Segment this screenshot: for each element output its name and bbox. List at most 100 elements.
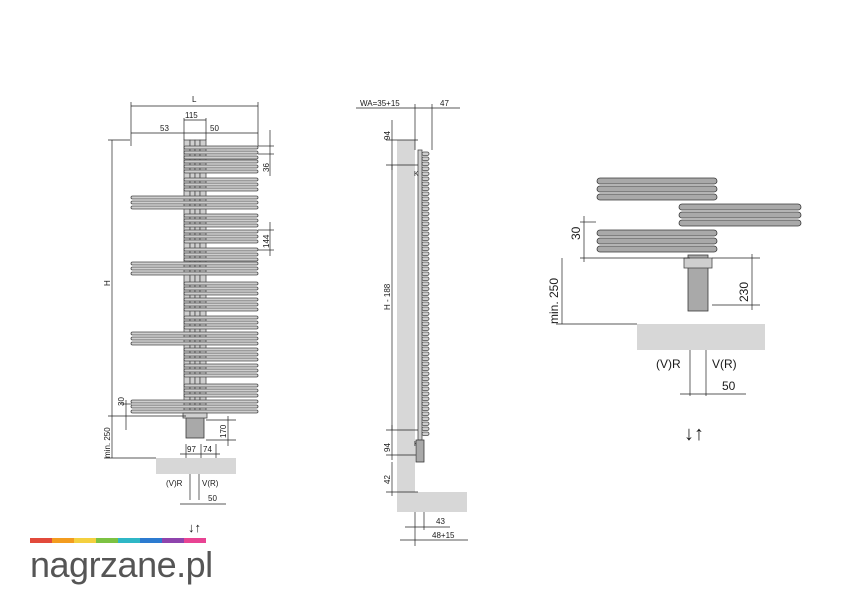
side-rail-end — [421, 316, 430, 321]
side-rail-end — [421, 166, 430, 171]
dim-53: 53 — [160, 124, 169, 133]
side-rail-end — [421, 271, 430, 276]
side-rail-end — [421, 196, 430, 201]
front-rail — [183, 320, 259, 325]
logo-color-bar — [74, 538, 96, 543]
dim-230: 230 — [737, 282, 751, 302]
logo-color-bar — [118, 538, 140, 543]
front-rail — [130, 271, 259, 276]
detail-rail — [678, 203, 802, 211]
side-rail-end — [421, 331, 430, 336]
front-rail — [183, 281, 259, 286]
side-rail-end — [421, 201, 430, 206]
side-view: WA=35+15 47 94 K H - 188 94 K 42 43 48+1… — [356, 99, 468, 546]
side-rail-end — [421, 276, 430, 281]
front-rail — [183, 164, 259, 169]
side-rail-end — [421, 321, 430, 326]
side-rail-end — [421, 291, 430, 296]
logo-color-bar — [184, 538, 206, 543]
side-rail-end — [421, 261, 430, 266]
front-rail — [183, 252, 259, 257]
side-rail-end — [421, 391, 430, 396]
front-rail — [183, 388, 259, 393]
front-rail — [183, 373, 259, 378]
dim-H: H — [103, 280, 112, 286]
side-rails — [421, 151, 430, 436]
detail-view: 30 min. 250 230 (V)R V(R) 50 ↓↑ — [547, 177, 802, 445]
dim-170: 170 — [219, 424, 228, 438]
side-rail-end — [421, 211, 430, 216]
side-rail-end — [421, 246, 430, 251]
label-return-front: (V)R — [166, 479, 183, 488]
detail-valve-head — [683, 257, 713, 269]
side-rail-end — [421, 366, 430, 371]
front-rail — [183, 223, 259, 228]
side-rail-end — [421, 191, 430, 196]
logo-color-bar — [140, 538, 162, 543]
logo-color-bar — [52, 538, 74, 543]
dim-115: 115 — [185, 111, 198, 120]
side-rail-end — [421, 416, 430, 421]
logo-color-bar — [162, 538, 184, 543]
front-rail — [130, 341, 259, 346]
arrows-detail: ↓↑ — [684, 423, 704, 445]
detail-rail — [678, 211, 802, 219]
detail-rail — [596, 237, 718, 245]
side-rail-end — [421, 421, 430, 426]
detail-rail — [596, 245, 718, 253]
front-rail — [183, 213, 259, 218]
detail-rail — [596, 229, 718, 237]
front-rail — [183, 307, 259, 312]
label-flow-detail: V(R) — [712, 357, 737, 371]
side-rail-end — [421, 296, 430, 301]
side-floor — [415, 492, 467, 512]
side-rail-end — [421, 156, 430, 161]
side-rail-end — [421, 186, 430, 191]
side-rail-end — [421, 206, 430, 211]
front-rail — [130, 195, 259, 200]
side-rail-end — [421, 311, 430, 316]
detail-rails — [596, 177, 802, 253]
side-rail-end — [421, 286, 430, 291]
front-rail — [130, 261, 259, 266]
front-rail — [183, 234, 259, 239]
front-rail — [130, 200, 259, 205]
side-rail-end — [421, 341, 430, 346]
front-rail — [183, 347, 259, 352]
dim-30-front: 30 — [117, 397, 126, 406]
label-flow-front: V(R) — [202, 479, 219, 488]
side-rail-end — [421, 396, 430, 401]
dim-74: 74 — [203, 445, 212, 454]
front-floor — [156, 458, 236, 474]
front-rail — [183, 363, 259, 368]
front-rail — [130, 336, 259, 341]
detail-rail — [596, 185, 718, 193]
side-rail-end — [421, 221, 430, 226]
front-valve-body — [185, 415, 205, 439]
side-rail-end — [421, 376, 430, 381]
side-wall — [397, 140, 415, 512]
front-rail — [130, 331, 259, 336]
front-rail — [130, 409, 259, 414]
side-rail-end — [421, 361, 430, 366]
front-rail — [183, 257, 259, 262]
side-rail-end — [421, 336, 430, 341]
front-rail — [183, 352, 259, 357]
side-rail-end — [421, 351, 430, 356]
side-rail-end — [421, 426, 430, 431]
dim-144: 144 — [262, 234, 271, 248]
front-rail — [183, 169, 259, 174]
side-rail-end — [421, 171, 430, 176]
side-rail-end — [421, 231, 430, 236]
dim-30-detail: 30 — [569, 226, 583, 240]
dim-43: 43 — [436, 517, 445, 526]
dim-97: 97 — [187, 445, 196, 454]
front-rail — [183, 145, 259, 150]
logo-text-main: nagrzane — [30, 544, 177, 585]
front-rail — [183, 247, 259, 252]
front-rail — [130, 404, 259, 409]
dim-50-bottom-front: 50 — [208, 494, 217, 503]
front-rail — [130, 205, 259, 210]
arrows-front: ↓↑ — [188, 520, 201, 535]
front-rail — [130, 399, 259, 404]
